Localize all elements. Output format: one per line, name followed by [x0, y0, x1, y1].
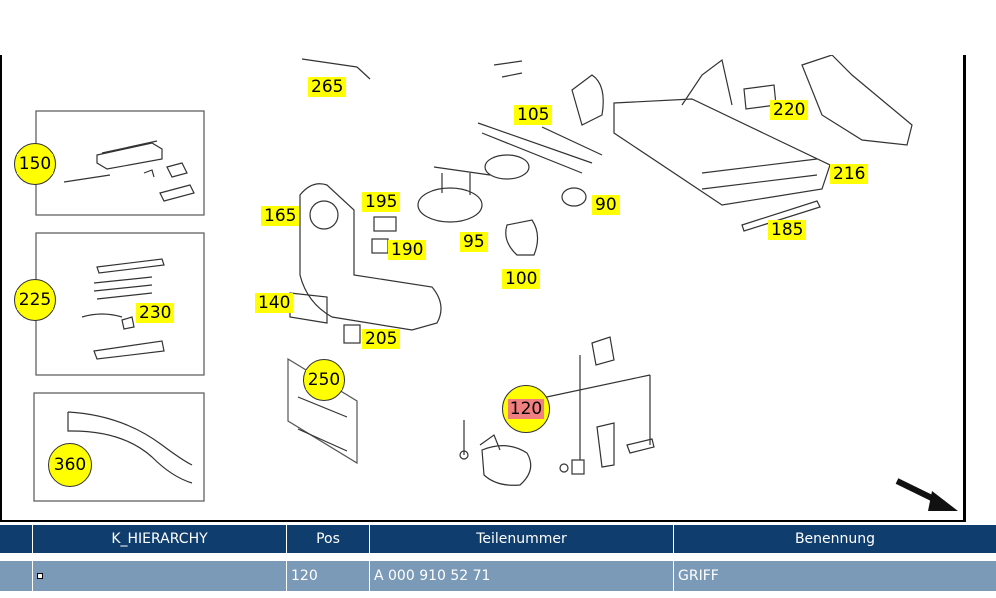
- table-gap: [0, 553, 996, 561]
- header-spacer: [0, 525, 33, 553]
- callout-360-label: 360: [51, 455, 89, 475]
- row-pos: 120: [287, 561, 370, 591]
- row-marker-icon: [37, 573, 43, 579]
- callout-205[interactable]: 205: [362, 329, 401, 349]
- callout-190[interactable]: 190: [388, 240, 427, 260]
- callout-185[interactable]: 185: [768, 220, 807, 240]
- table-footer: [0, 591, 996, 598]
- callout-216[interactable]: 216: [830, 164, 869, 184]
- callout-95[interactable]: 95: [460, 232, 488, 252]
- callout-360[interactable]: 360: [48, 443, 92, 487]
- header-pos[interactable]: Pos: [287, 525, 370, 553]
- callout-100[interactable]: 100: [502, 269, 541, 289]
- row-teilenummer: A 000 910 52 71: [370, 561, 674, 591]
- callout-265[interactable]: 265: [308, 77, 347, 97]
- callout-120-label: 120: [507, 399, 545, 419]
- parts-diagram: 265 105 220 216 195 165 90 95 190 185 10…: [0, 55, 966, 522]
- callout-140[interactable]: 140: [255, 293, 294, 313]
- diagram-drawing: [33, 55, 913, 502]
- callout-250[interactable]: 250: [303, 359, 345, 401]
- header-benennung[interactable]: Benennung: [794, 531, 876, 547]
- callout-120[interactable]: 120: [502, 385, 550, 433]
- direction-arrow-icon: [895, 478, 958, 511]
- callout-195[interactable]: 195: [362, 192, 401, 212]
- callout-220[interactable]: 220: [770, 100, 809, 120]
- callout-90[interactable]: 90: [592, 195, 620, 215]
- callout-225-label: 225: [16, 290, 54, 310]
- callout-150-label: 150: [16, 154, 54, 174]
- callout-150[interactable]: 150: [14, 143, 56, 185]
- row-k-hierarchy: [33, 561, 287, 591]
- header-teilenummer[interactable]: Teilenummer: [370, 525, 674, 553]
- table-row[interactable]: 120 A 000 910 52 71 GRIFF: [0, 561, 996, 591]
- row-spacer: [0, 561, 33, 591]
- callout-250-label: 250: [305, 370, 343, 390]
- row-benennung: GRIFF: [678, 568, 719, 584]
- callout-165[interactable]: 165: [261, 206, 300, 226]
- parts-table: K_HIERARCHY Pos Teilenummer Benennung 12…: [0, 525, 996, 598]
- callout-230[interactable]: 230: [136, 303, 175, 323]
- header-k-hierarchy[interactable]: K_HIERARCHY: [33, 525, 287, 553]
- callout-225[interactable]: 225: [14, 279, 56, 321]
- table-header: K_HIERARCHY Pos Teilenummer Benennung: [0, 525, 996, 553]
- callout-105[interactable]: 105: [514, 105, 553, 125]
